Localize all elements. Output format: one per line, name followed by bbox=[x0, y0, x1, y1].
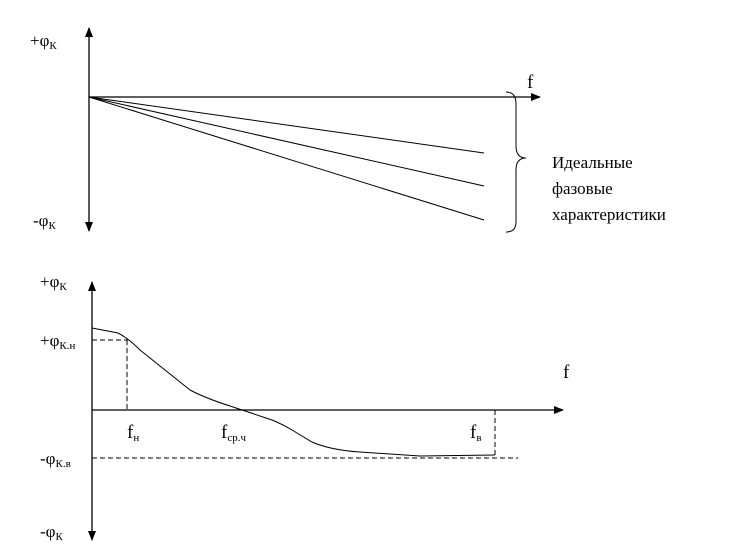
curly-brace bbox=[505, 91, 527, 233]
bottom-y-minus-label: -φК bbox=[40, 522, 63, 543]
top-x-label: f bbox=[527, 72, 534, 93]
phi-kn-label: +φК.н bbox=[40, 331, 75, 352]
phase-response-curve bbox=[91, 327, 496, 457]
ideal-phase-line-3 bbox=[88, 96, 485, 221]
top-y-plus-label: +φК bbox=[30, 31, 57, 52]
bottom-diagram: +φК -φК f +φК.н -φК.в fн fср.ч fв bbox=[40, 272, 570, 543]
ideal-phase-line-1 bbox=[88, 96, 485, 154]
bottom-x-label: f bbox=[563, 362, 570, 383]
ideal-phase-line-2 bbox=[88, 96, 485, 187]
brace-text-line-3: характеристики bbox=[552, 205, 666, 224]
top-y-minus-label: -φК bbox=[33, 211, 56, 232]
fsr-label: fср.ч bbox=[221, 422, 246, 444]
fv-label: fв bbox=[470, 422, 482, 444]
brace-text-line-1: Идеальные bbox=[552, 153, 633, 172]
top-diagram: +φК -φК f Идеальные фазовые характеристи… bbox=[30, 27, 666, 233]
bottom-y-plus-label: +φК bbox=[40, 272, 67, 293]
phi-kv-label: -φК.в bbox=[40, 449, 71, 470]
fn-label: fн bbox=[127, 422, 139, 444]
brace-text-line-2: фазовые bbox=[552, 179, 613, 198]
